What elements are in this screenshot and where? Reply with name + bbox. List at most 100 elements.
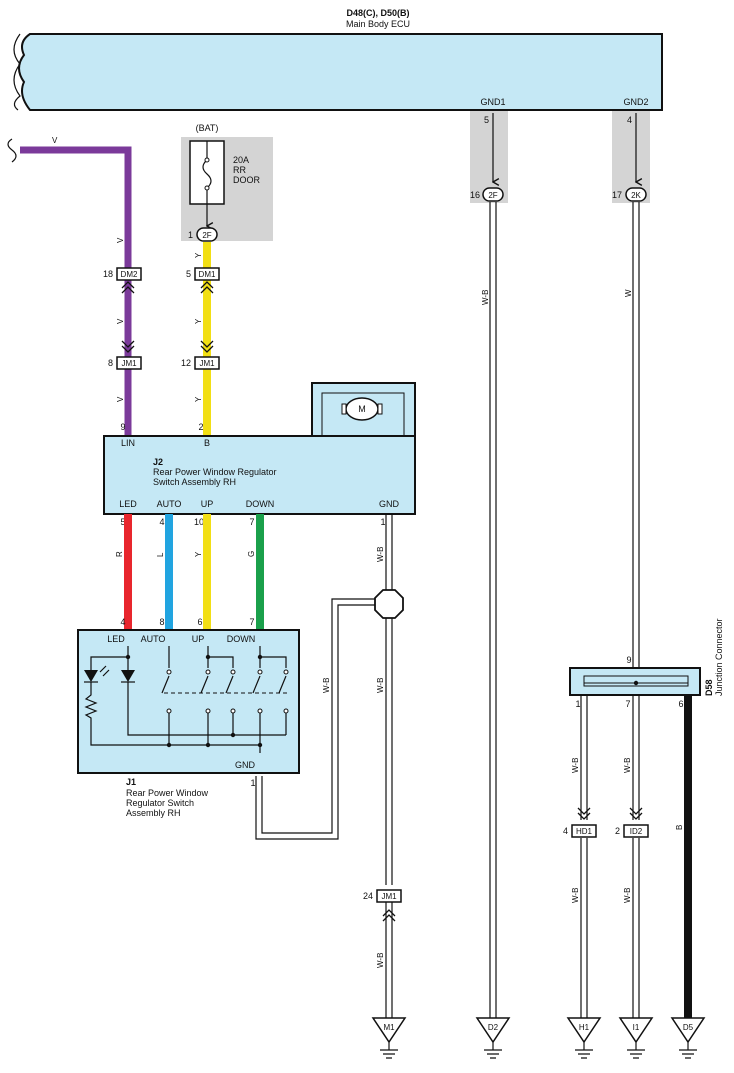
svg-text:D5: D5 <box>683 1023 694 1032</box>
wire-label-wb-jm1: W-B <box>376 953 385 968</box>
j2-pin-up: 10 <box>194 517 204 527</box>
svg-text:LED: LED <box>107 634 125 644</box>
wire-label-g: G <box>247 551 256 557</box>
wire-label-wb-d58a: W-B <box>571 758 580 773</box>
j1-name-2: Regulator Switch <box>126 798 194 808</box>
gnd1-pin: 5 <box>484 115 489 125</box>
j2-pin-lin: 9 <box>120 422 125 432</box>
wire-label-wb-gnd1: W-B <box>481 290 490 305</box>
fuse-rating: 20A <box>233 155 249 165</box>
wire-red <box>124 514 132 631</box>
svg-text:DM2: DM2 <box>121 270 138 279</box>
wire-label-wb-j2b: W-B <box>376 678 385 693</box>
ground-i1: I1 <box>618 1017 654 1059</box>
svg-text:7: 7 <box>625 699 630 709</box>
svg-text:9: 9 <box>626 655 631 665</box>
svg-text:18: 18 <box>103 269 113 279</box>
svg-text:DOWN: DOWN <box>227 634 256 644</box>
wire-label-v-top: V <box>52 136 58 145</box>
j1-name-3: Assembly RH <box>126 808 181 818</box>
j1-pin-led: 4 <box>120 617 125 627</box>
motor-label: M <box>358 404 366 414</box>
d58-id: D58 <box>704 679 714 696</box>
wire-green <box>256 514 264 631</box>
d58-name: Junction Connector <box>714 618 724 696</box>
connector-dm1: DM1 5 <box>186 267 220 294</box>
svg-text:8: 8 <box>108 358 113 368</box>
svg-text:LIN: LIN <box>121 438 135 448</box>
j2-pin-auto: 4 <box>159 517 164 527</box>
connector-2f-gnd1: 2F 16 <box>470 187 504 202</box>
j1-id: J1 <box>126 777 136 787</box>
j1-name-1: Rear Power Window <box>126 788 209 798</box>
wire-label-l: L <box>156 552 165 557</box>
wire-label-wb-hd1: W-B <box>571 888 580 903</box>
wire-label-v1: V <box>116 237 125 243</box>
j2-name-2: Switch Assembly RH <box>153 477 236 487</box>
svg-text:UP: UP <box>192 634 205 644</box>
svg-text:DOWN: DOWN <box>246 499 275 509</box>
svg-text:1: 1 <box>188 230 193 240</box>
svg-text:12: 12 <box>181 358 191 368</box>
svg-text:2: 2 <box>615 826 620 836</box>
d58-junction-connector: 9 1 7 6 D58 Junction Connector <box>569 618 724 709</box>
svg-text:M1: M1 <box>383 1023 395 1032</box>
wire-gnd2 <box>632 113 639 668</box>
fuse-source: (BAT) <box>196 123 219 133</box>
svg-text:GND: GND <box>379 499 400 509</box>
main-body-ecu: D48(C), D50(B) Main Body ECU GND1 GND2 <box>13 8 663 111</box>
ecu-name: Main Body ECU <box>346 19 410 29</box>
j2-pin-gnd: 1 <box>380 517 385 527</box>
svg-text:AUTO: AUTO <box>157 499 182 509</box>
connector-jm1-y: JM1 12 <box>181 340 220 370</box>
svg-text:2F: 2F <box>488 191 497 200</box>
svg-text:JM1: JM1 <box>381 892 397 901</box>
svg-text:JM1: JM1 <box>121 359 137 368</box>
svg-text:UP: UP <box>201 499 214 509</box>
j1-pin-auto: 8 <box>159 617 164 627</box>
wire-label-v3: V <box>116 396 125 402</box>
svg-text:17: 17 <box>612 190 622 200</box>
svg-text:6: 6 <box>678 699 683 709</box>
ground-d5: D5 <box>670 1017 706 1059</box>
connector-hd1: HD1 4 <box>563 824 597 838</box>
svg-text:D2: D2 <box>488 1023 499 1032</box>
j2-pin-down: 7 <box>249 517 254 527</box>
svg-text:2F: 2F <box>202 231 211 240</box>
svg-text:HD1: HD1 <box>576 827 593 836</box>
svg-text:ID2: ID2 <box>630 827 643 836</box>
ground-h1: H1 <box>566 1017 602 1059</box>
wire-label-y1: Y <box>194 252 203 258</box>
ecu-id: D48(C), D50(B) <box>346 8 409 18</box>
ecu-gnd2-label: GND2 <box>623 97 648 107</box>
gnd2-pin: 4 <box>627 115 632 125</box>
svg-text:4: 4 <box>563 826 568 836</box>
wire-label-wb-j2a: W-B <box>376 547 385 562</box>
wire-label-y2: Y <box>194 318 203 324</box>
svg-text:I1: I1 <box>633 1023 640 1032</box>
connector-id2: ID2 2 <box>615 824 649 838</box>
wire-label-wb-d58b: W-B <box>623 758 632 773</box>
connector-jm1-v: JM1 8 <box>108 340 142 370</box>
svg-text:1: 1 <box>575 699 580 709</box>
wire-yellow-bottom <box>203 514 211 631</box>
fuse-name-2: DOOR <box>233 175 261 185</box>
connector-2f-fuse: 2F 1 <box>188 227 218 242</box>
j2-pin-b: 2 <box>198 422 203 432</box>
fuse-name-1: RR <box>233 165 246 175</box>
svg-text:JM1: JM1 <box>199 359 215 368</box>
svg-text:2K: 2K <box>631 191 641 200</box>
wires-from-d58 <box>577 695 692 1018</box>
j2-switch-assembly: M LIN B J2 Rear Power Window Regulator S… <box>103 382 416 515</box>
wire-label-wb-j1: W-B <box>322 678 331 693</box>
svg-text:DM1: DM1 <box>199 270 216 279</box>
wire-label-r: R <box>115 551 124 557</box>
ecu-gnd1-label: GND1 <box>480 97 505 107</box>
wire-blue <box>165 514 173 631</box>
j1-pin-down: 7 <box>249 617 254 627</box>
wire-yellow-top <box>203 242 211 436</box>
ground-m1: M1 <box>371 1017 407 1059</box>
wire-violet <box>20 146 132 436</box>
j2-id: J2 <box>153 457 163 467</box>
svg-text:24: 24 <box>363 891 373 901</box>
